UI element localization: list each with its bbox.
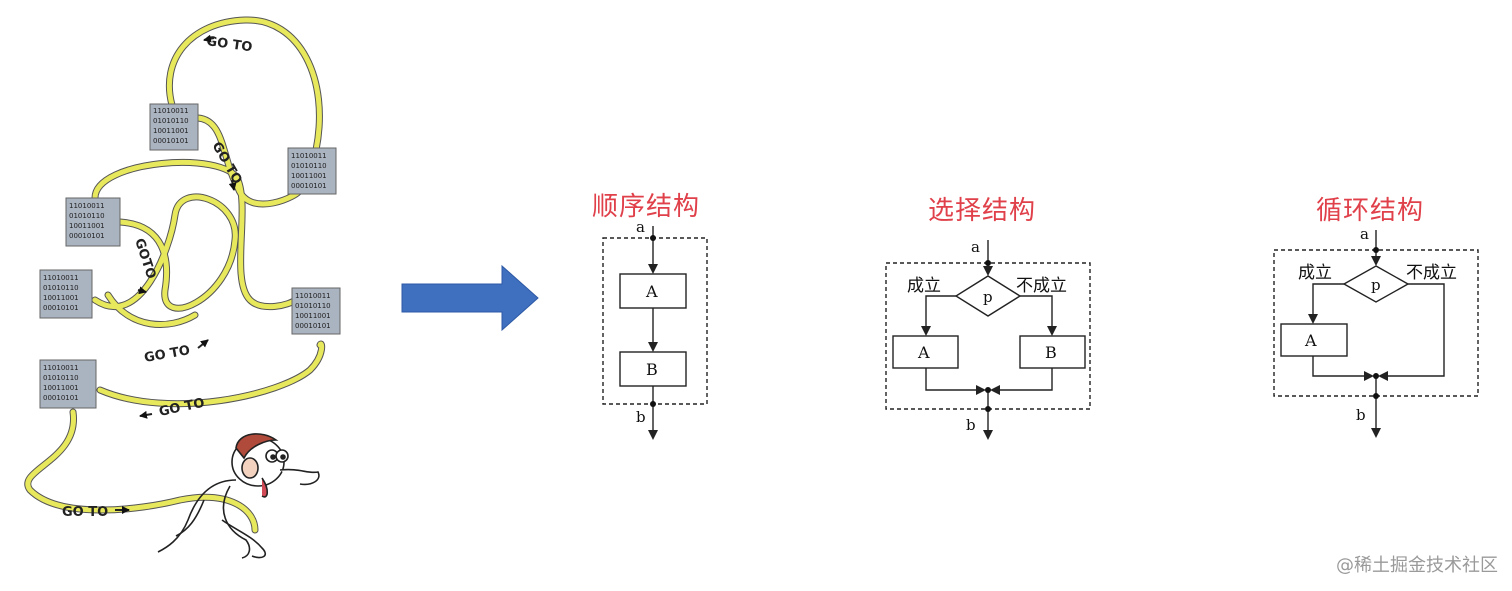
entry-point	[650, 235, 656, 241]
decision-diamond	[954, 275, 1022, 317]
chip-bits: 01010110	[69, 212, 105, 220]
memory-chip: 11010011 01010110 10011001 00010101	[291, 287, 341, 335]
chip-bits: 11010011	[153, 107, 189, 115]
sequence-box-a-label: A	[645, 282, 658, 301]
chip-bits: 01010110	[291, 162, 327, 170]
running-programmer	[157, 433, 320, 559]
loop-condition-label: p	[1371, 276, 1381, 294]
transform-arrow	[401, 264, 539, 332]
chip-bits: 00010101	[69, 232, 105, 240]
branch-box-a	[892, 335, 959, 369]
branch-box-b	[1019, 335, 1086, 369]
loop-in-label: a	[1360, 225, 1369, 243]
chip-bits: 11010011	[69, 202, 105, 210]
process-box-b	[619, 351, 687, 387]
entry-point	[1373, 247, 1379, 253]
sequence-flowchart	[602, 226, 708, 440]
chip-bits: 00010101	[153, 137, 189, 145]
watermark: @稀土掘金技术社区	[1336, 555, 1498, 576]
sequence-box-b-label: B	[646, 360, 658, 379]
selection-title: 选择结构	[928, 196, 1037, 226]
chip-bits: 11010011	[291, 152, 327, 160]
selection-out-label: b	[966, 416, 976, 434]
memory-chip: 11010011 01010110 10011001 00010101	[39, 269, 93, 319]
chip-bits: 01010110	[295, 302, 331, 310]
goto-label: GO TO	[62, 505, 108, 520]
selection-in-label: a	[971, 238, 980, 256]
goto-label: GOTO	[131, 237, 158, 281]
chip-bits: 01010110	[43, 374, 79, 382]
chip-bits: 00010101	[43, 394, 79, 402]
chip-bits: 11010011	[43, 364, 79, 372]
chip-bits: 00010101	[43, 304, 79, 312]
selection-condition-label: p	[983, 288, 993, 306]
decision-diamond	[1342, 265, 1410, 303]
loop-false-label: 不成立	[1406, 263, 1457, 283]
loop-flowchart	[1273, 230, 1479, 438]
entry-point	[985, 260, 991, 266]
chip-bits: 10011001	[43, 384, 79, 392]
chip-bits: 00010101	[291, 182, 327, 190]
selection-false-label: 不成立	[1016, 276, 1067, 296]
chip-bits: 11010011	[43, 274, 79, 282]
chip-bits: 11010011	[295, 292, 331, 300]
selection-box-b-label: B	[1045, 343, 1057, 362]
sequence-in-label: a	[636, 218, 645, 236]
sequence-title: 顺序结构	[592, 192, 701, 222]
spaghetti-code-illustration: 11010011 01010110 10011001 00010101 1101…	[24, 16, 341, 559]
loop-title: 循环结构	[1316, 196, 1425, 226]
chip-bits: 10011001	[43, 294, 79, 302]
goto-wire	[25, 17, 325, 533]
loop-body-box-a	[1280, 323, 1348, 357]
memory-chip: 11010011 01010110 10011001 00010101	[149, 103, 199, 151]
memory-chip: 11010011 01010110 10011001 00010101	[65, 197, 121, 247]
chip-bits: 10011001	[295, 312, 331, 320]
loop-out-label: b	[1356, 406, 1366, 424]
selection-box-a-label: A	[917, 343, 930, 362]
chip-bits: 00010101	[295, 322, 331, 330]
goto-label: GO TO	[143, 343, 191, 366]
chip-bits: 10011001	[69, 222, 105, 230]
loop-box-a-label: A	[1304, 331, 1317, 350]
chip-bits: 10011001	[291, 172, 327, 180]
goto-label: GO TO	[158, 396, 206, 420]
selection-flowchart	[885, 240, 1091, 440]
goto-label: GO TO	[205, 34, 253, 55]
selection-true-label: 成立	[907, 276, 941, 296]
chip-bits: 01010110	[153, 117, 189, 125]
memory-chip: 11010011 01010110 10011001 00010101	[39, 359, 97, 409]
chip-bits: 01010110	[43, 284, 79, 292]
exit-point	[985, 406, 991, 412]
memory-chip: 11010011 01010110 10011001 00010101	[287, 147, 337, 195]
exit-point	[1373, 393, 1379, 399]
chip-bits: 10011001	[153, 127, 189, 135]
goto-wires	[24, 16, 326, 534]
sequence-out-label: b	[636, 408, 646, 426]
loop-true-label: 成立	[1298, 263, 1332, 283]
exit-point	[650, 401, 656, 407]
